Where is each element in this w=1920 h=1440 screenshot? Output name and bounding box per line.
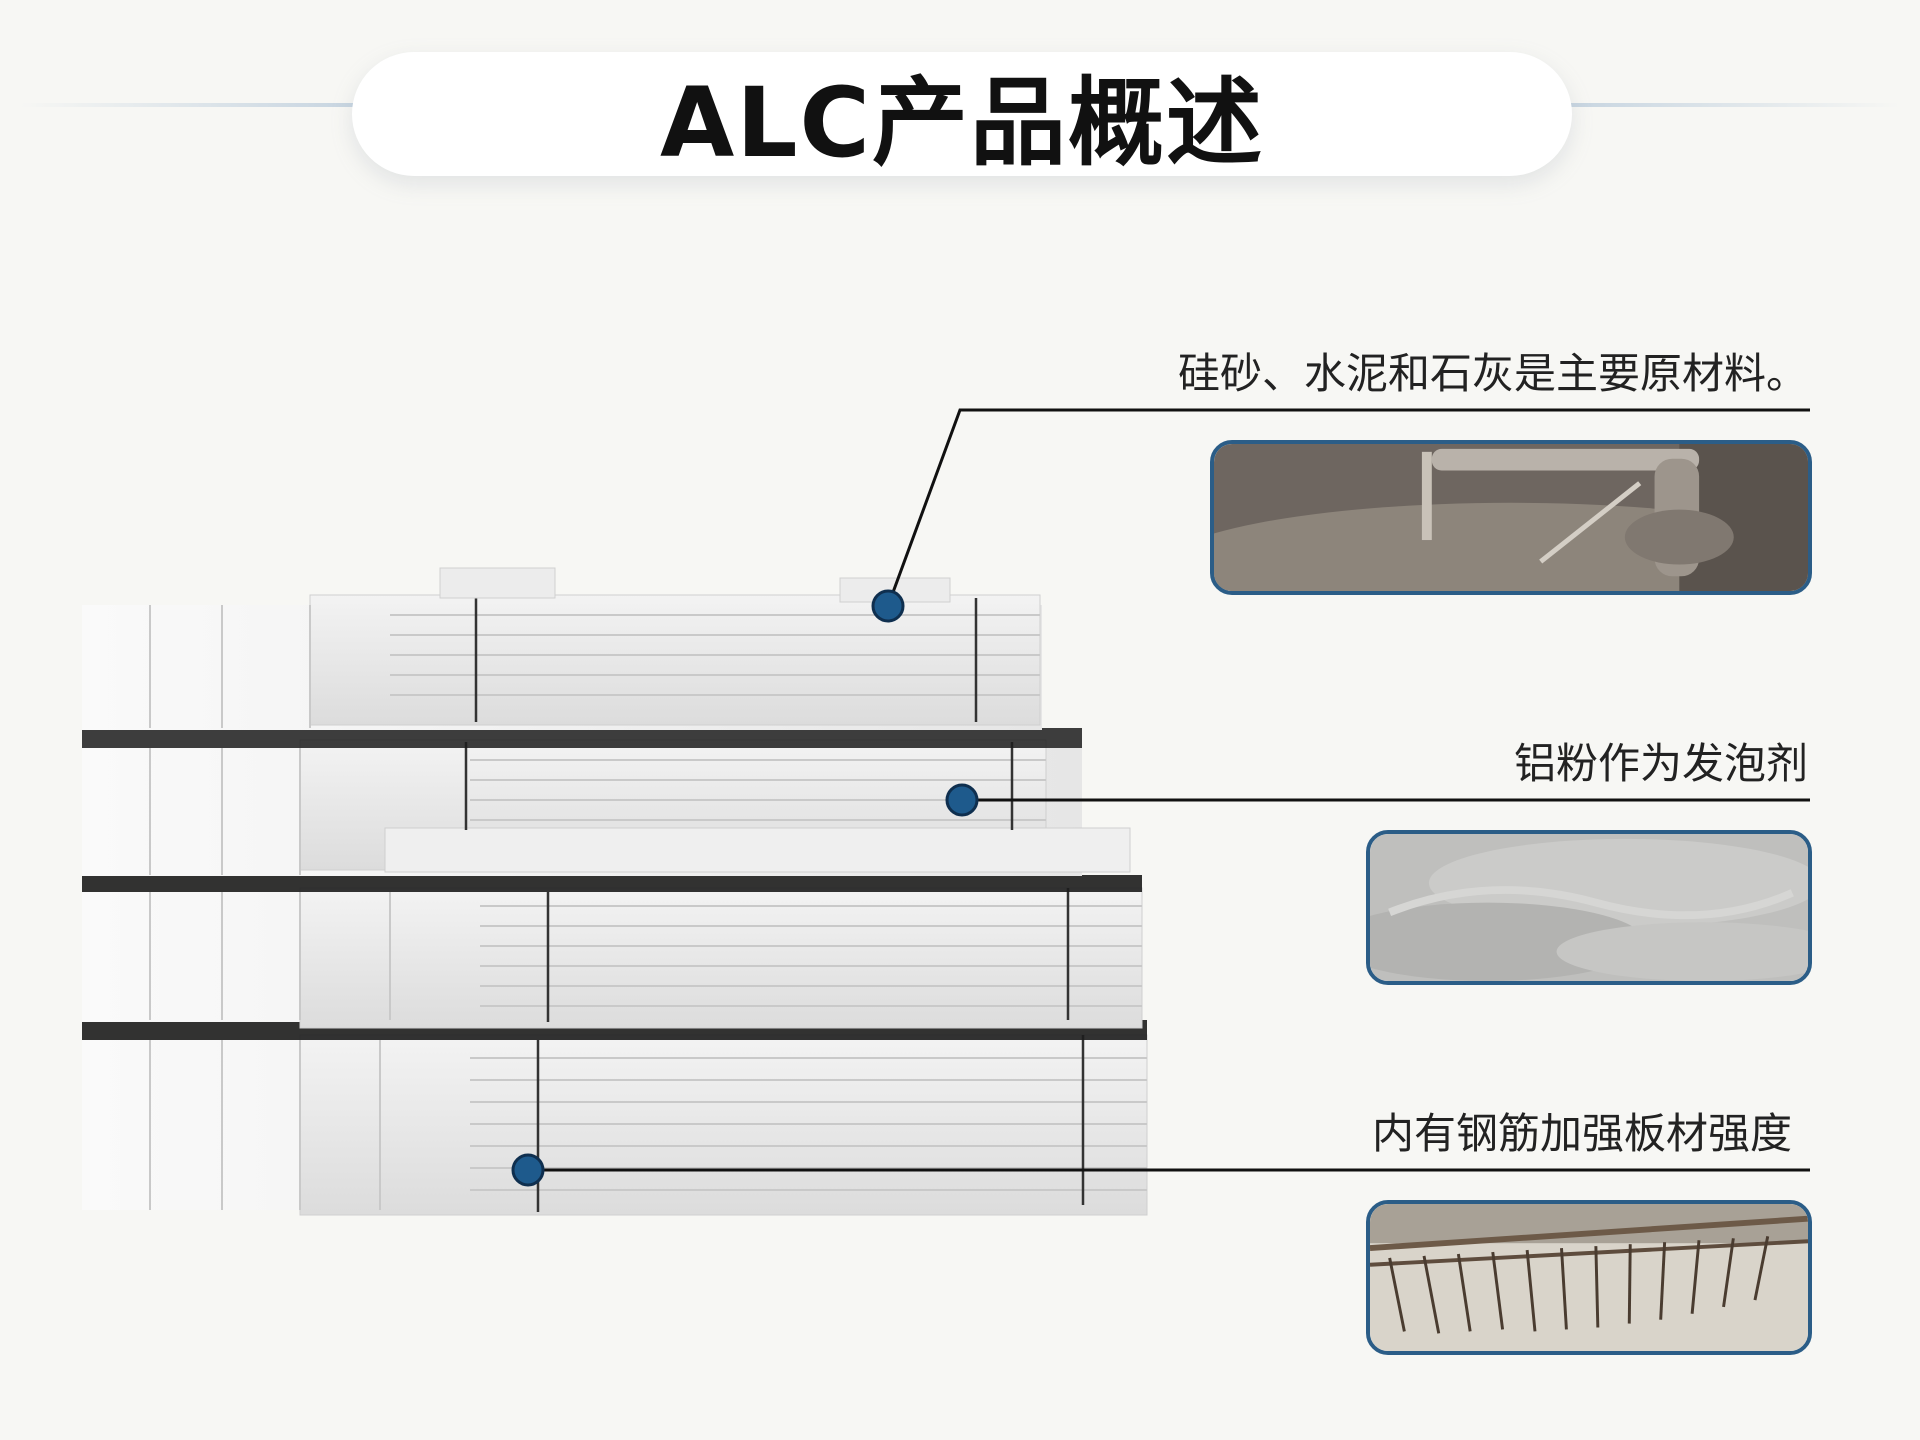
panel-layer-3 [82,887,1143,1029]
panel-layer-2 [82,739,1131,876]
title-banner: ALC产品概述 [352,52,1572,179]
header-divider-right [1560,103,1900,107]
feature-label-raw-materials: 硅砂、水泥和石灰是主要原材料。 [1177,349,1808,398]
aluminum-powder-photo [1366,830,1812,985]
steel-reinforcement-photo [1366,1200,1812,1355]
page-title: ALC产品概述 [660,66,1264,179]
feature-label-aluminum-powder: 铝粉作为发泡剂 [1513,739,1808,788]
panel-layer-4 [82,1034,1148,1216]
raw-material-mixer-photo [1210,440,1812,595]
panel-layer-1 [82,567,1042,730]
feature-label-steel-reinforcement: 内有钢筋加强板材强度 [1371,1109,1792,1158]
header-divider-left [20,103,360,107]
